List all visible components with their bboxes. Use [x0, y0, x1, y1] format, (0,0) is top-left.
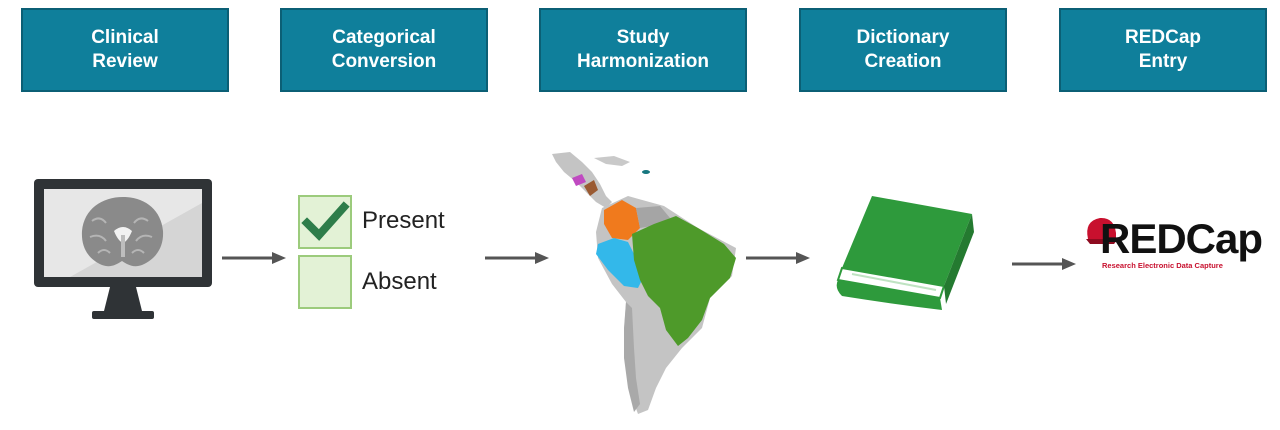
step-clinical-review: Clinical Review	[21, 8, 229, 92]
book-icon	[836, 196, 974, 310]
absent-checkbox	[298, 255, 352, 309]
step-label: Study Harmonization	[577, 27, 709, 72]
step-redcap-entry: REDCap Entry	[1059, 8, 1267, 92]
monitor-brain-icon	[34, 179, 212, 319]
latin-america-map-icon	[552, 152, 736, 414]
redcap-logo: REDCap Research Electronic Data Capture	[1084, 213, 1274, 273]
step-dictionary-creation: Dictionary Creation	[799, 8, 1007, 92]
step-label: REDCap Entry	[1124, 27, 1201, 72]
present-label: Present	[362, 207, 445, 234]
step-label: Clinical Review	[91, 27, 159, 72]
redcap-logo-text: REDCap	[1100, 215, 1263, 262]
flow-arrow-icon	[746, 252, 810, 264]
flow-arrow-icon	[1012, 258, 1076, 270]
flow-arrow-icon	[222, 252, 286, 264]
step-label: Dictionary Creation	[856, 27, 950, 72]
flow-arrow-icon	[485, 252, 549, 264]
step-label: Categorical Conversion	[331, 27, 437, 72]
absent-label: Absent	[362, 268, 437, 295]
step-categorical-conversion: Categorical Conversion	[280, 8, 488, 92]
redcap-cap-icon	[1086, 217, 1118, 244]
step-study-harmonization: Study Harmonization	[539, 8, 747, 92]
checkmark-icon	[301, 201, 350, 241]
redcap-tagline: Research Electronic Data Capture	[1102, 261, 1223, 270]
